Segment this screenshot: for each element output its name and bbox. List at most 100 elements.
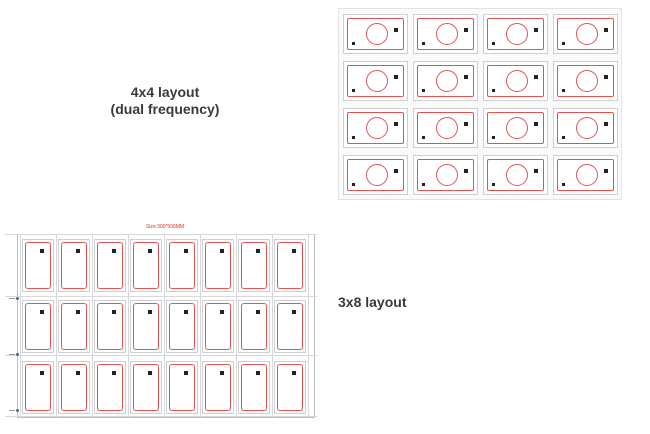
card-outline [169,242,195,289]
registration-mark [9,298,15,299]
chip-icon [220,371,224,375]
card-outline [205,303,231,350]
chip-icon [292,371,296,375]
chip-icon [220,249,224,253]
chip-icon [464,122,468,126]
chip-icon [184,249,188,253]
chip-icon [112,249,116,253]
card-outline [205,242,231,289]
card-outline [557,18,614,50]
card-outline [487,18,544,50]
caption-4x4-subtitle: (dual frequency) [110,101,220,117]
chip-icon [604,122,608,126]
card-3x8 [166,361,198,414]
card-outline [61,303,87,350]
card-3x8 [22,361,54,414]
card-outline [347,18,404,50]
card-outline [557,112,614,144]
caption-4x4-title: 4x4 layout [130,84,200,100]
antenna-coil-icon [506,117,528,139]
card-3x8 [274,300,306,353]
chip-icon [534,122,538,126]
chip-icon [292,310,296,314]
cut-line [5,416,317,417]
registration-mark [9,354,15,355]
chip-icon [492,42,495,45]
chip-icon [76,249,80,253]
card-4x4 [413,108,478,148]
cut-line [92,234,93,418]
sheet-3x8-image: Size:300*500MM [5,224,317,420]
chip-icon [256,249,260,253]
card-3x8 [238,361,270,414]
card-3x8 [238,300,270,353]
card-4x4 [343,14,408,54]
sheet-4x4-image [338,8,622,200]
chip-icon [220,310,224,314]
cut-line [272,234,273,418]
card-outline [347,159,404,191]
chip-icon [40,310,44,314]
chip-icon [394,122,398,126]
cut-line [308,234,309,418]
chip-icon [256,371,260,375]
card-outline [169,364,195,411]
card-3x8 [274,361,306,414]
card-outline [241,364,267,411]
antenna-coil-icon [366,164,388,186]
card-4x4 [553,108,618,148]
chip-icon [148,371,152,375]
chip-icon [184,371,188,375]
card-outline [487,159,544,191]
chip-icon [562,42,565,45]
card-3x8 [94,239,126,292]
chip-icon [148,249,152,253]
card-4x4 [553,61,618,101]
antenna-coil-icon [436,164,458,186]
cut-line [5,234,317,235]
card-4x4 [413,61,478,101]
card-4x4 [343,155,408,195]
card-outline [97,242,123,289]
card-3x8 [130,361,162,414]
card-4x4 [413,155,478,195]
chip-icon [40,371,44,375]
cut-line [128,234,129,418]
cut-line [56,234,57,418]
card-3x8 [202,300,234,353]
registration-dot [16,353,19,356]
card-outline [417,112,474,144]
card-3x8 [166,300,198,353]
antenna-coil-icon [576,164,598,186]
card-3x8 [22,239,54,292]
registration-dot [16,409,19,412]
chip-icon [422,183,425,186]
card-3x8 [130,300,162,353]
cut-line [200,234,201,418]
chip-icon [422,42,425,45]
card-3x8 [58,300,90,353]
card-4x4 [483,61,548,101]
chip-icon [492,136,495,139]
chip-icon [112,310,116,314]
chip-icon [492,183,495,186]
card-3x8 [238,239,270,292]
cut-line [5,296,317,297]
cut-line [164,234,165,418]
card-outline [97,303,123,350]
card-3x8 [58,361,90,414]
chip-icon [464,169,468,173]
card-3x8 [166,239,198,292]
card-outline [97,364,123,411]
chip-icon [534,169,538,173]
card-outline [25,303,51,350]
antenna-coil-icon [436,117,458,139]
chip-icon [562,183,565,186]
cut-line [20,234,21,418]
chip-icon [112,371,116,375]
chip-icon [534,28,538,32]
card-outline [277,303,303,350]
chip-icon [76,371,80,375]
chip-icon [562,136,565,139]
chip-icon [604,169,608,173]
